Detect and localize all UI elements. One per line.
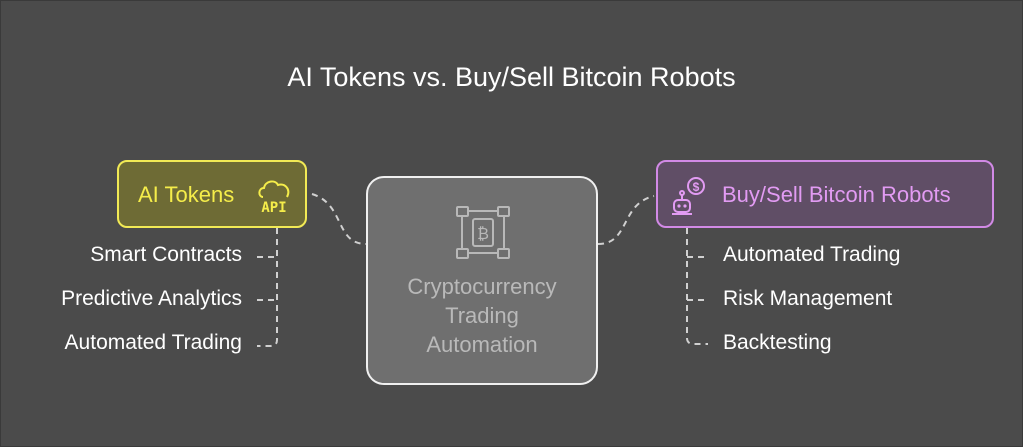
ai-tokens-label: AI Tokens [138,182,235,207]
connector-left-tree [257,228,278,347]
center-node: ₿ Cryptocurrency Trading Automation [366,176,598,385]
center-label: Cryptocurrency Trading Automation [368,272,596,359]
bitcoin-robots-label: Buy/Sell Bitcoin Robots [722,182,951,207]
ai-tokens-node: AI Tokens API [117,160,307,228]
right-item-backtesting: Backtesting [723,331,832,354]
connector-right-tree [686,228,708,345]
bitcoin-network-icon: ₿ [456,206,510,259]
robot-dollar-icon: $ [672,177,705,215]
cloud-api-icon: API [258,180,290,215]
right-item-automated-trading: Automated Trading [723,243,901,266]
center-label-line-1: Cryptocurrency [407,274,557,299]
left-item-automated-trading: Automated Trading [64,331,242,354]
right-item-risk-management: Risk Management [723,287,893,310]
bitcoin-robots-node: $ Buy/Sell Bitcoin Robots [656,160,994,228]
api-icon-text: API [261,200,286,215]
connector-left-center [311,193,367,245]
center-label-line-3: Automation [426,332,538,357]
left-item-predictive-analytics: Predictive Analytics [61,287,242,310]
left-item-smart-contracts: Smart Contracts [90,243,242,266]
svg-text:$: $ [693,180,700,194]
diagram-title: AI Tokens vs. Buy/Sell Bitcoin Robots [287,62,736,92]
center-label-line-2: Trading [445,303,519,328]
svg-text:₿: ₿ [477,225,489,243]
connector-right-center [597,195,655,245]
